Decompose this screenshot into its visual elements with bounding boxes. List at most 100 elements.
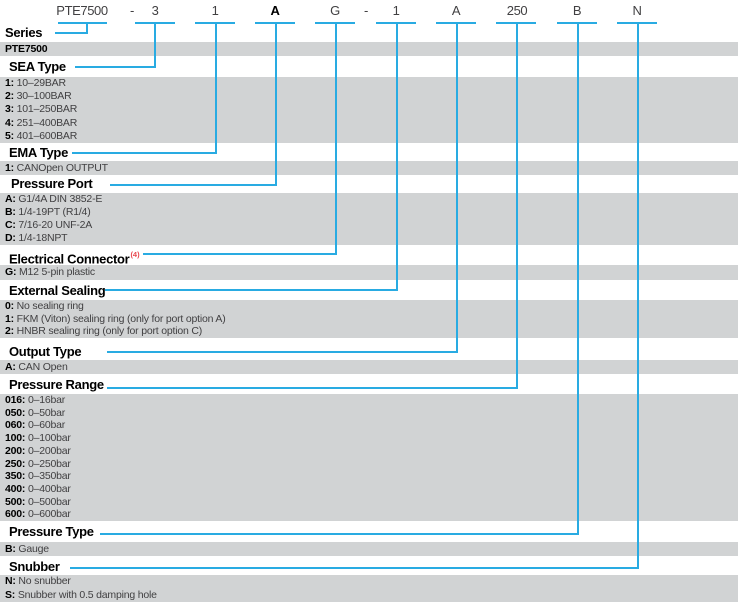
- section-title-text: Pressure Range: [9, 377, 104, 392]
- connector-vline: [396, 24, 398, 291]
- option-desc: M12 5-pin plastic: [18, 266, 95, 278]
- section-title: Pressure Port: [11, 176, 93, 191]
- connector-hline: [110, 184, 277, 186]
- connector-vline: [516, 24, 518, 389]
- option-row: 1: FKM (Viton) sealing ring (only for po…: [5, 313, 738, 326]
- option-code: 2:: [5, 325, 14, 338]
- option-code: N:: [5, 575, 16, 587]
- option-row: 4: 251–400BAR: [5, 117, 738, 130]
- code-segment: A: [451, 3, 461, 18]
- option-code: A:: [5, 361, 16, 373]
- code-segment: B: [572, 3, 582, 18]
- option-code: 250:: [5, 457, 26, 470]
- option-desc: G1/4A DIN 3852-E: [18, 193, 103, 205]
- option-row: 3: 101–250BAR: [5, 103, 738, 116]
- option-row: 1: 10–29BAR: [5, 77, 738, 90]
- option-desc: 0–500bar: [27, 495, 71, 508]
- code-segment: N: [632, 3, 642, 18]
- option-code: 3:: [5, 103, 14, 116]
- code-underline: [617, 22, 657, 24]
- option-row: 5: 401–600BAR: [5, 130, 738, 143]
- section-title-text: Pressure Type: [9, 524, 94, 539]
- option-row: 350: 0–350bar: [5, 470, 738, 483]
- section-title: Pressure Range: [9, 378, 104, 392]
- footnote-marker: (4): [130, 250, 140, 259]
- section-title-text: Series: [5, 25, 43, 40]
- option-row: G: M12 5-pin plastic: [5, 265, 738, 280]
- option-desc: 10–29BAR: [16, 77, 66, 89]
- code-segment: 1: [211, 3, 219, 18]
- option-row: C: 7/16-20 UNF-2A: [5, 219, 738, 232]
- connector-vline: [456, 24, 458, 353]
- option-desc: No snubber: [18, 575, 71, 587]
- connector-hline: [107, 351, 458, 353]
- option-row: PTE7500: [5, 42, 738, 56]
- option-row: D: 1/4-18NPT: [5, 232, 738, 245]
- option-code: 0:: [5, 300, 14, 312]
- option-desc: 0–600bar: [27, 508, 71, 521]
- option-desc: 7/16-20 UNF-2A: [18, 219, 93, 231]
- option-desc: 251–400BAR: [16, 116, 78, 129]
- section-title: Output Type: [9, 344, 82, 359]
- section-title-text: Snubber: [9, 559, 60, 574]
- connector-hline: [100, 533, 579, 535]
- option-row: 2: 30–100BAR: [5, 90, 738, 103]
- section-title: External Sealing: [9, 283, 106, 298]
- option-desc: 30–100BAR: [16, 90, 72, 103]
- options-band: G: M12 5-pin plastic: [0, 265, 738, 280]
- code-separator-dash: -: [364, 3, 368, 18]
- option-desc: 0–50bar: [27, 406, 66, 419]
- code-segment: G: [330, 3, 340, 18]
- connector-hline: [105, 289, 398, 291]
- option-code: 200:: [5, 444, 26, 457]
- option-code: B:: [5, 206, 16, 218]
- option-row: 1: CANOpen OUTPUT: [5, 161, 738, 175]
- option-row: B: 1/4-19PT (R1/4): [5, 206, 738, 219]
- option-code: 060:: [5, 419, 26, 432]
- option-desc: 401–600BAR: [16, 129, 78, 142]
- option-code: B:: [5, 543, 16, 555]
- option-code: 016:: [5, 394, 26, 406]
- option-code: 4:: [5, 116, 14, 129]
- option-desc: 101–250BAR: [16, 103, 78, 116]
- option-desc: FKM (Viton) sealing ring (only for port …: [16, 312, 226, 325]
- section-title: Series: [5, 25, 43, 40]
- code-underline: [58, 22, 107, 24]
- connector-hline: [107, 387, 518, 389]
- option-row: B: Gauge: [5, 542, 738, 556]
- options-band: A: CAN Open: [0, 360, 738, 374]
- section-title: SEA Type: [9, 60, 66, 74]
- connector-hline: [75, 66, 156, 68]
- section-title-text: Output Type: [9, 344, 82, 359]
- option-row: 500: 0–500bar: [5, 496, 738, 509]
- option-row: 050: 0–50bar: [5, 407, 738, 420]
- connector-vline: [335, 24, 337, 255]
- option-desc: 0–350bar: [27, 470, 71, 483]
- code-underline: [436, 22, 476, 24]
- option-desc: No sealing ring: [16, 300, 84, 312]
- option-row: 2: HNBR sealing ring (only for port opti…: [5, 325, 738, 338]
- option-desc: 0–250bar: [27, 457, 71, 470]
- code-underline: [376, 22, 416, 24]
- code-separator-dash: -: [130, 3, 134, 18]
- option-row: 250: 0–250bar: [5, 458, 738, 471]
- option-row: 060: 0–60bar: [5, 419, 738, 432]
- code-underline: [315, 22, 355, 24]
- code-underline: [135, 22, 175, 24]
- option-code: D:: [5, 232, 16, 244]
- section-title-text: SEA Type: [9, 59, 66, 74]
- option-desc: 1/4-18NPT: [18, 232, 68, 244]
- section-title-text: External Sealing: [9, 283, 106, 298]
- option-row: 600: 0–600bar: [5, 508, 738, 521]
- option-code: 050:: [5, 406, 26, 419]
- option-desc: 0–200bar: [27, 444, 71, 457]
- section-title-text: Pressure Port: [11, 176, 93, 191]
- code-underline: [557, 22, 597, 24]
- option-code: PTE7500: [5, 43, 48, 55]
- code-segment: PTE7500: [56, 3, 108, 18]
- options-band: B: Gauge: [0, 542, 738, 556]
